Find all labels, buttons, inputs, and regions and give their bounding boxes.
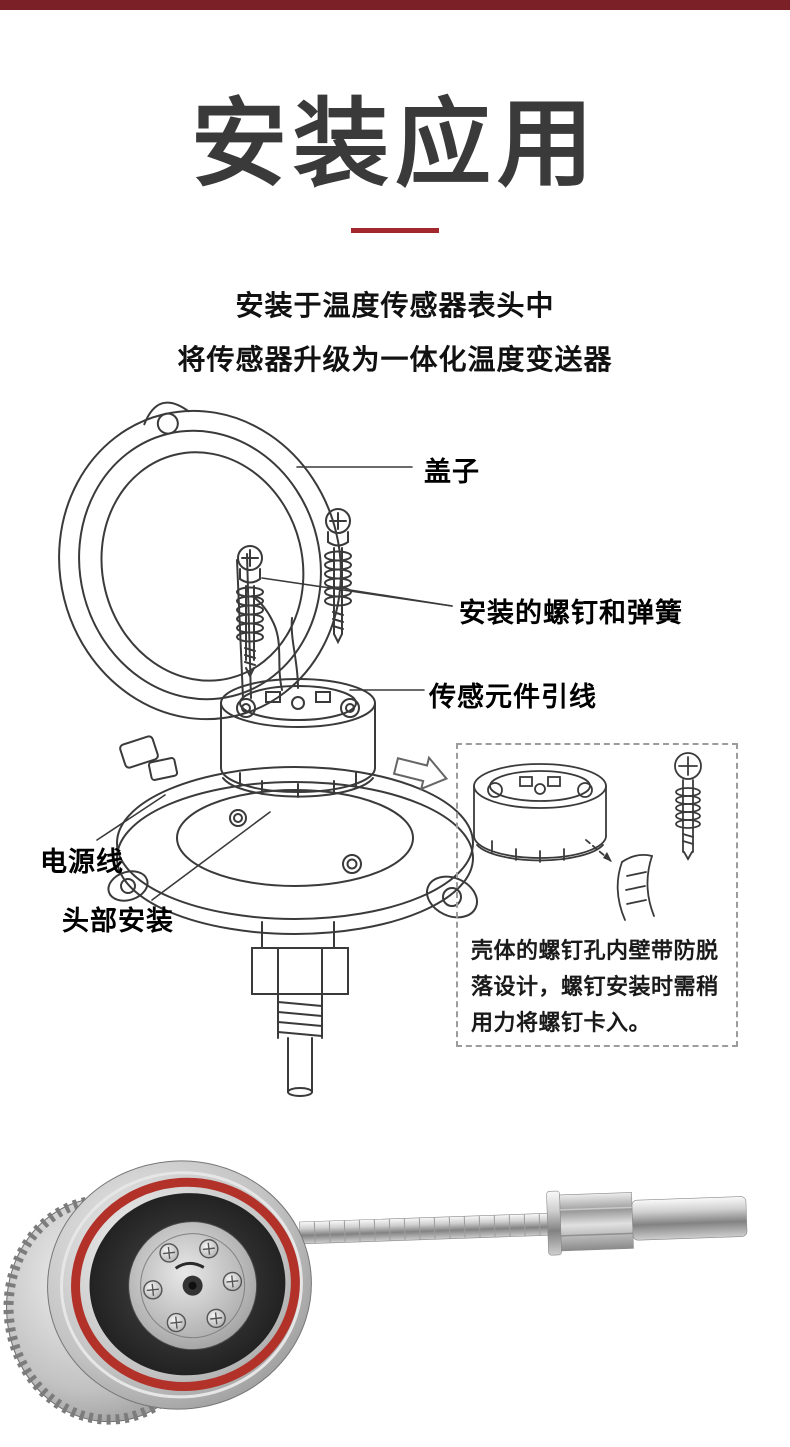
note-box-text: 壳体的螺钉孔内壁带防脱落设计，螺钉安装时需稍用力将螺钉卡入。 xyxy=(471,938,719,1035)
fitting-drawing xyxy=(251,921,349,1097)
page-title: 安装应用 xyxy=(191,91,599,198)
note-box: 壳体的螺钉孔内壁带防脱落设计，螺钉安装时需稍用力将螺钉卡入。 xyxy=(456,743,738,1047)
label-sensor-leads: 传感元件引线 xyxy=(429,682,597,712)
arrow-to-note xyxy=(392,755,449,791)
terminal-screws xyxy=(143,1239,243,1333)
label-power-cable: 电源线 xyxy=(40,847,124,877)
screw-right-drawing xyxy=(324,508,352,645)
gasket-ring xyxy=(71,1177,300,1391)
label-head-mount: 头部安装 xyxy=(62,906,174,936)
label-screws-springs: 安装的螺钉和弹簧 xyxy=(459,598,683,628)
label-lid: 盖子 xyxy=(424,457,480,487)
exploded-line-drawing xyxy=(58,401,478,1097)
note-box-drawing xyxy=(473,752,702,921)
subtitle-line-2: 将传感器升级为一体化温度变送器 xyxy=(177,344,613,375)
lid-drawing xyxy=(58,401,342,721)
subtitle-line-1: 安装于温度传感器表头中 xyxy=(235,290,555,321)
title-divider xyxy=(351,228,439,233)
top-accent-bar xyxy=(0,0,790,10)
screw-left-drawing xyxy=(236,545,264,679)
product-photo xyxy=(3,1160,748,1425)
leader-lines xyxy=(96,466,453,901)
head-flange-drawing xyxy=(107,766,478,935)
module-drawing xyxy=(220,678,376,798)
